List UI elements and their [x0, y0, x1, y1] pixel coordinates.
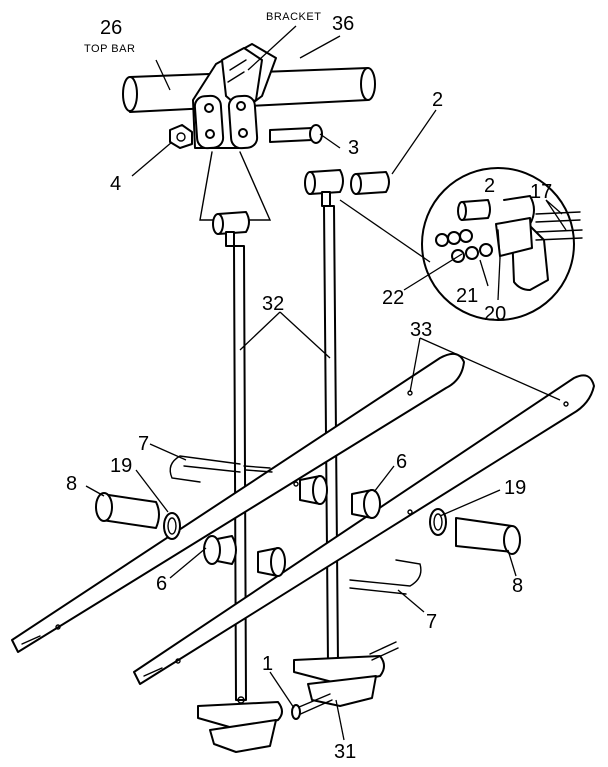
bracket-projection-lines [199, 151, 272, 221]
label-22: 22 [382, 287, 404, 309]
right-ski [133, 374, 595, 685]
hook-bolt-parts [169, 455, 422, 595]
nut-part [169, 124, 193, 149]
label-17: 17 [530, 181, 552, 203]
detail-inset [421, 167, 583, 321]
label-19-left: 19 [110, 455, 132, 477]
label-1: 1 [262, 653, 273, 675]
label-3: 3 [348, 137, 359, 159]
callout-leaders [85, 25, 567, 741]
label-2-detail: 2 [484, 175, 495, 197]
label-32: 32 [262, 293, 284, 315]
label-20: 20 [484, 303, 506, 325]
label-26: 26 [100, 17, 122, 39]
label-7-right: 7 [426, 611, 437, 633]
callout-labels: 26 TOP BAR BRACKET 36 2 3 4 2 17 22 21 2… [66, 11, 552, 763]
label-bracket: BRACKET [266, 11, 321, 23]
bushing-parts [203, 475, 381, 577]
grip-part [350, 171, 390, 195]
label-8-left: 8 [66, 473, 77, 495]
bracket-part [192, 43, 277, 150]
label-6-left: 6 [156, 573, 167, 595]
label-21: 21 [456, 285, 478, 307]
label-36: 36 [332, 13, 354, 35]
label-top-bar: TOP BAR [84, 43, 135, 55]
label-4: 4 [110, 173, 121, 195]
right-steering-rod [304, 169, 344, 668]
label-33: 33 [410, 319, 432, 341]
label-19-right: 19 [504, 477, 526, 499]
label-6-right: 6 [396, 451, 407, 473]
bolt-part [269, 124, 323, 144]
label-2-grip: 2 [432, 89, 443, 111]
axle-pin-parts [95, 492, 521, 555]
label-7-left: 7 [138, 433, 149, 455]
lower-ski-plate-parts [197, 641, 399, 753]
label-8-right: 8 [512, 575, 523, 597]
label-31: 31 [334, 741, 356, 763]
left-ski [11, 352, 465, 653]
